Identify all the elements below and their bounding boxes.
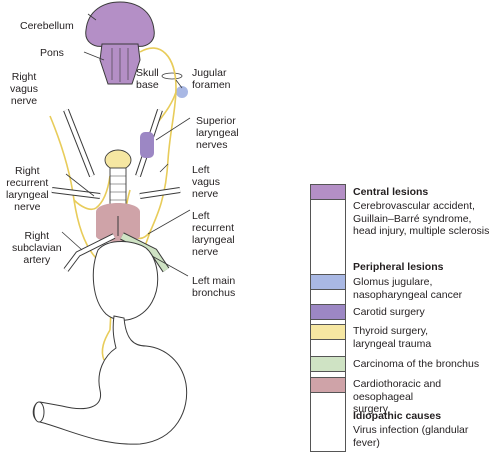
cardio-swatch <box>310 377 346 393</box>
peripheral-heading: Peripheral lesions <box>353 261 444 273</box>
label-superior-laryngeal-nerves: Superior laryngeal nerves <box>196 115 239 151</box>
idiopathic-heading: Idiopathic causes <box>353 410 442 422</box>
stomach-outline <box>32 315 188 445</box>
anatomy-illustration <box>32 1 191 445</box>
key-row-central: Central lesions <box>310 184 492 200</box>
idiopathic-text: Virus infection (glandular fever) <box>353 424 469 449</box>
label-jugular-foramen: Jugular foramen <box>192 67 231 91</box>
neck-vessels <box>63 108 163 178</box>
label-left-vagus-nerve: Left vagus nerve <box>192 164 221 200</box>
label-skull-base: Skull base <box>136 67 159 91</box>
carotid-text: Carotid surgery <box>353 306 425 318</box>
key-row-bronchus <box>310 356 492 372</box>
thyroid-text: Thyroid surgery, laryngeal trauma <box>353 325 432 350</box>
label-right-vagus-nerve: Right vagus nerve <box>10 71 39 107</box>
carotid-highlight <box>140 132 154 158</box>
label-left-main-bronchus: Left main bronchus <box>192 275 236 299</box>
central-text: Cerebrovascular accident, Guillain–Barré… <box>353 200 490 237</box>
key-row-carotid <box>310 304 492 320</box>
cardio-text: Cardiothoracic and oesophageal surgery <box>353 378 442 415</box>
heart-outline <box>92 241 159 321</box>
brainstem-shape <box>85 1 155 85</box>
bronchus-text: Carcinoma of the bronchus <box>353 358 480 370</box>
central-heading: Central lesions <box>353 186 429 198</box>
carotid-swatch <box>310 304 346 320</box>
key-row-cardio <box>310 377 492 393</box>
jugular-foramen-marker <box>176 86 188 98</box>
skull-base-plane <box>161 72 183 80</box>
bronchus-swatch <box>310 356 346 372</box>
label-pons: Pons <box>40 47 64 59</box>
label-right-subclavian-artery: Right subclavian artery <box>12 230 62 266</box>
leader-lines <box>61 13 191 277</box>
thyroid-swatch <box>310 324 346 340</box>
key-row-thyroid <box>310 324 492 340</box>
label-left-recurrent-laryngeal-nerve: Left recurrent laryngeal nerve <box>192 210 235 258</box>
bronchi <box>63 216 170 273</box>
glomus-swatch <box>310 274 346 290</box>
key-row-glomus <box>310 274 492 290</box>
subclavian-arteries <box>51 187 181 199</box>
label-cerebellum: Cerebellum <box>20 20 74 32</box>
lesion-key: Central lesions Cerebrovascular accident… <box>310 184 492 452</box>
label-right-recurrent-laryngeal-nerve: Right recurrent laryngeal nerve <box>6 165 49 213</box>
central-swatch <box>310 184 346 200</box>
glomus-text: Glomus jugulare, nasopharyngeal cancer <box>353 276 463 301</box>
